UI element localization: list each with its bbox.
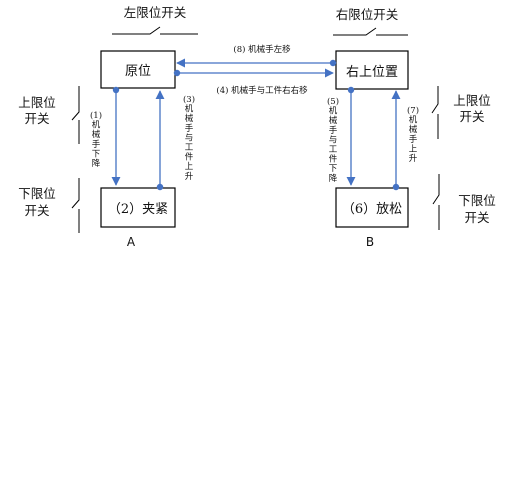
upper-limit-switch-left-symbol [71, 86, 80, 144]
position-a-label: A [127, 235, 136, 249]
upper-limit-switch-right-label-line: 上限位 [453, 93, 491, 108]
step-4-label: (4) 机械手与工件右右移 [216, 85, 308, 96]
upper-right-position-label: 右上位置 [346, 65, 398, 80]
right-limit-switch-label: 右限位开关 [336, 7, 399, 22]
step-3-label-line: 机 [185, 104, 194, 115]
step-7-label-line: 上 [409, 144, 418, 154]
upper-limit-switch-left-label-line: 开关 [24, 111, 49, 126]
step-7-arrow [391, 90, 401, 191]
home-position-box: 原位 [100, 50, 176, 89]
step-3-label: (3)机械手与工件上升 [183, 94, 195, 182]
step-3-label-line: (3) [183, 94, 195, 105]
step-5-label-line: 机 [329, 106, 338, 117]
release-label: （6）放松 [342, 202, 402, 217]
step-3-label-line: 手 [185, 123, 194, 134]
lower-limit-switch-left-label: 下限位开关 [18, 186, 56, 218]
step-7-label-line: 升 [409, 153, 418, 164]
clamp-label: （2）夹紧 [108, 202, 168, 217]
lower-limit-switch-right-label: 下限位开关 [458, 193, 496, 225]
step-1-label-line: 械 [92, 129, 101, 140]
step-8-label: (8) 机械手左移 [233, 44, 291, 55]
step-3-label-line: 升 [185, 171, 194, 182]
step-5-label-line: 械 [329, 115, 338, 126]
step-7-label: (7)机械手上升 [407, 105, 419, 164]
step-5-label-line: 与 [329, 135, 338, 145]
upper-limit-switch-right-label-line: 开关 [459, 109, 484, 124]
step-7-label-line: 手 [409, 134, 418, 145]
step-3-label-line: 工 [185, 143, 194, 153]
step-1-label-line: 降 [92, 158, 101, 169]
step-1-label-line: 机 [92, 120, 101, 131]
right-limit-switch-symbol [333, 27, 408, 36]
step-4-arrow [173, 68, 334, 78]
step-8-arrow [176, 58, 337, 68]
step-7-label-line: (7) [407, 105, 419, 116]
clamp-box: （2）夹紧 [100, 187, 176, 228]
step-7-label-line: 械 [409, 124, 418, 135]
step-1-label-line: (1) [90, 110, 102, 121]
upper-right-position-box: 右上位置 [335, 50, 409, 90]
step-5-arrow [346, 86, 356, 186]
step-3-label-line: 上 [185, 162, 194, 172]
left-limit-switch-symbol [112, 26, 198, 35]
step-5-label-line: 工 [329, 145, 338, 155]
step-5-label-line: 手 [329, 125, 338, 136]
upper-limit-switch-right-label: 上限位开关 [453, 93, 491, 124]
lower-limit-switch-right-label-line: 开关 [464, 210, 489, 225]
step-5-label-line: 降 [329, 173, 338, 184]
step-1-label-line: 下 [92, 149, 101, 159]
step-5-label-line: (5) [327, 96, 339, 107]
upper-limit-switch-left-label: 上限位开关 [18, 95, 56, 126]
position-b-label: B [366, 235, 374, 249]
lower-limit-switch-left-label-line: 开关 [24, 203, 49, 218]
left-limit-switch-label: 左限位开关 [124, 5, 187, 20]
step-5-label-line: 下 [329, 164, 338, 174]
step-3-arrow [155, 90, 165, 191]
step-3-label-line: 件 [185, 152, 194, 163]
step-7-label-line: 机 [409, 115, 418, 126]
lower-limit-switch-left-symbol [71, 178, 80, 233]
step-3-label-line: 与 [185, 133, 194, 143]
step-5-label: (5)机械手与工件下降 [327, 96, 339, 184]
step-1-label-line: 手 [92, 139, 101, 150]
upper-limit-switch-right-symbol [431, 86, 439, 139]
home-position-label: 原位 [125, 64, 151, 79]
step-5-label-line: 件 [329, 154, 338, 165]
lower-limit-switch-right-label-line: 下限位 [458, 193, 496, 208]
step-1-label: (1)机械手下降 [90, 110, 102, 169]
upper-limit-switch-left-label-line: 上限位 [18, 95, 56, 110]
lower-limit-switch-right-symbol [432, 174, 440, 230]
lower-limit-switch-left-label-line: 下限位 [18, 186, 56, 201]
release-box: （6）放松 [335, 187, 409, 228]
step-1-arrow [111, 86, 121, 186]
step-3-label-line: 械 [185, 113, 194, 124]
